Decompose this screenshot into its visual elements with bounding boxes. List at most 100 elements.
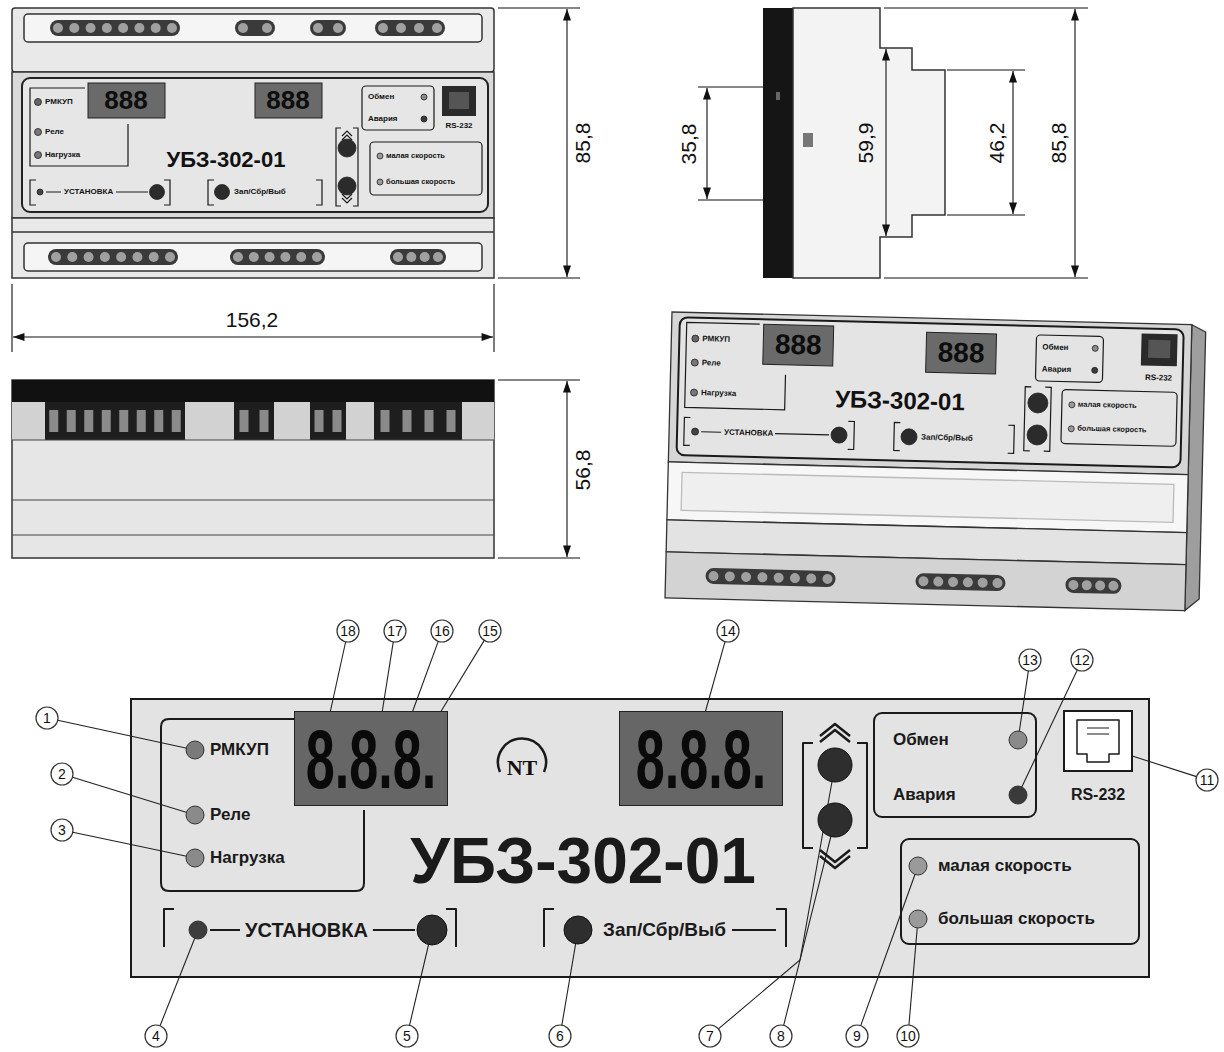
terminal-screw	[978, 578, 988, 588]
terminal-screw	[165, 252, 175, 262]
terminal-screw	[725, 571, 735, 581]
perspective-drawing-part-part	[1069, 402, 1075, 408]
terminal-screw	[774, 573, 784, 583]
dimension-lines-part	[493, 284, 494, 352]
callout-circle	[717, 620, 739, 642]
dimension-lines-part	[884, 277, 1088, 278]
callout-circle	[699, 1025, 721, 1047]
terminal-window	[84, 410, 93, 432]
dash-line	[732, 929, 776, 931]
terminal-block	[230, 249, 325, 265]
perspective-drawing-part-part	[1092, 367, 1098, 373]
down-chevron	[820, 850, 850, 868]
front-view-part-part	[12, 72, 494, 218]
callout-circle	[1019, 649, 1041, 671]
speed-label: большая скорость	[938, 909, 1095, 929]
push-button	[417, 915, 447, 945]
callout-number: 2	[58, 766, 66, 782]
terminal-block	[48, 249, 178, 265]
bottom-view	[12, 380, 494, 558]
leader-line	[73, 832, 195, 858]
callout-circle	[396, 1025, 418, 1047]
terminal-screw	[1068, 580, 1078, 590]
perspective-drawing-part-part	[692, 428, 699, 435]
callout-circle	[770, 1025, 792, 1047]
front-view-part-part	[377, 179, 383, 185]
bottom-view-part-part	[12, 499, 494, 500]
dimension-value: 85,8	[1047, 123, 1071, 164]
terminal-screw	[1108, 581, 1118, 591]
front-view-part-part	[24, 14, 482, 42]
callout-circle	[1196, 769, 1218, 791]
perspective-drawing-part-part	[690, 389, 697, 396]
push-button	[818, 748, 852, 782]
dimension-lines-part	[566, 9, 567, 277]
terminal-window	[240, 410, 249, 432]
leader-line	[330, 642, 346, 713]
front-view-part-part	[338, 177, 356, 195]
port-socket	[1077, 720, 1119, 762]
terminal-block	[234, 402, 274, 440]
panel-label: Нагрузка	[701, 388, 736, 398]
callout-circle	[36, 707, 58, 729]
terminal-block	[50, 20, 180, 36]
terminal-screw	[132, 252, 142, 262]
perspective-drawing-part-part	[665, 552, 1186, 611]
panel-label: Обмен	[368, 92, 394, 101]
panel-label: Нагрузка	[45, 150, 80, 159]
leader-line	[440, 640, 484, 713]
led-indicator	[1009, 786, 1027, 804]
callout-number: 15	[482, 623, 498, 639]
dimension-lines-part	[11, 284, 12, 352]
terminal-window	[137, 410, 146, 432]
status-group: ОбменАвария	[873, 712, 1037, 818]
dimension-value: 156,2	[226, 308, 279, 332]
front-view-part-part	[208, 180, 322, 205]
bottom-view-part	[12, 380, 494, 402]
bottom-view-part	[12, 440, 494, 535]
front-view-part	[88, 83, 165, 118]
terminal-window	[172, 410, 181, 432]
front-view-part-part	[338, 139, 356, 157]
callout-number: 8	[777, 1028, 785, 1044]
callouts	[36, 620, 1218, 1047]
select-bracket: Зап/Сбр/Выб	[540, 905, 790, 952]
front-view	[12, 8, 494, 278]
panel-face	[130, 698, 1150, 978]
callout-number: 14	[720, 623, 736, 639]
dimension-lines-part	[698, 86, 763, 87]
terminal-screw	[149, 252, 159, 262]
bottom-view-part	[12, 402, 494, 440]
panel-label: Реле	[702, 358, 721, 368]
terminal-window	[333, 410, 342, 432]
dash-line	[210, 929, 240, 931]
bottom-view-part	[45, 402, 462, 440]
terminal-block	[1065, 577, 1121, 594]
dimension-lines-part	[698, 199, 763, 200]
dimension-lines-part	[566, 381, 567, 557]
side-view-part	[776, 92, 780, 100]
terminal-screw	[806, 573, 816, 583]
status-label: Авария	[893, 785, 956, 805]
perspective-view: РМКУПРелеНагрузка888888ОбменАварияRS-232…	[665, 312, 1212, 625]
front-view-part-part	[421, 94, 427, 100]
led-indicator	[1009, 731, 1027, 749]
perspective-drawing-part	[665, 312, 1206, 611]
panel-label: большая скорость	[386, 178, 455, 187]
terminal-window	[67, 410, 76, 432]
dimension-lines-part	[1012, 71, 1013, 214]
terminal-screw	[86, 23, 96, 33]
terminal-screw	[918, 576, 928, 586]
terminal-screw	[233, 252, 243, 262]
callout-circle	[337, 620, 359, 642]
callout-circle	[431, 620, 453, 642]
indicator-label: РМКУП	[210, 740, 269, 760]
leader-line	[705, 642, 725, 713]
perspective-drawing-part-part	[681, 472, 1174, 522]
speed-label: малая скорость	[938, 856, 1072, 876]
terminal-screw	[406, 252, 416, 262]
indicator-label: Нагрузка	[210, 848, 285, 868]
perspective-drawing-part	[1141, 333, 1178, 366]
front-view-part-part	[370, 142, 482, 195]
terminal-screw	[741, 572, 751, 582]
